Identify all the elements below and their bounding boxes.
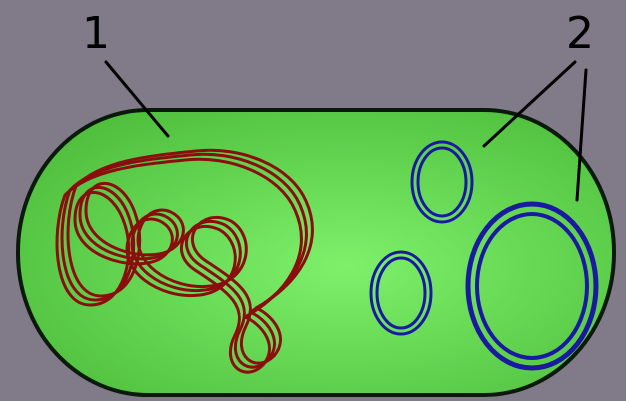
callout-label-1: 1 (82, 8, 110, 59)
callout-label-2: 2 (566, 8, 594, 59)
